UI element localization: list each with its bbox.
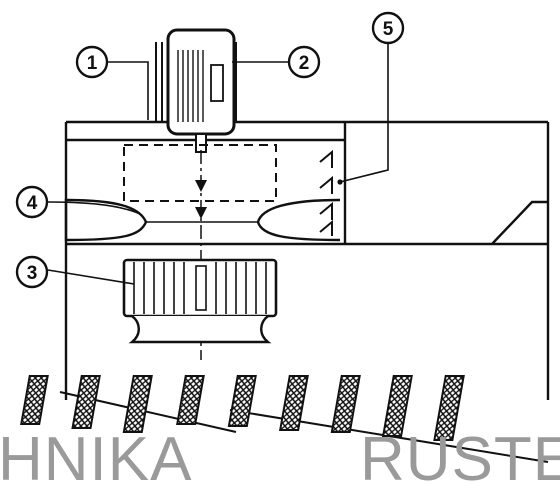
filter-pocket-4 [176, 375, 205, 425]
watermark-left: HNIKA [0, 425, 192, 484]
filter-pocket-5 [227, 375, 257, 427]
filter-pocket-2 [71, 375, 101, 429]
filter-pocket-3 [122, 375, 153, 433]
flow-arrow-1 [195, 180, 207, 192]
motor-terminal-box [210, 64, 224, 102]
callout-5: 5 [371, 11, 405, 45]
motor-cooling-fins [177, 50, 204, 122]
motor [155, 28, 237, 153]
impeller [122, 258, 278, 344]
leader-5-dot [337, 179, 343, 185]
motor-mount-bracket [155, 42, 163, 122]
callout-4: 4 [15, 185, 49, 219]
louvre-3 [319, 201, 333, 220]
leader-4 [47, 201, 141, 215]
pocket-filters [20, 375, 549, 463]
cabinet-housing [64, 120, 550, 400]
inlet-cone-right [256, 198, 341, 242]
filter-pocket-1 [20, 375, 49, 425]
callout-3: 3 [15, 255, 49, 289]
callout-4-label: 4 [27, 193, 38, 214]
louvre-2 [319, 175, 333, 194]
impeller-blades [133, 262, 267, 314]
filter-pocket-8 [381, 375, 413, 437]
callout-2-label: 2 [299, 53, 310, 74]
louvre-4 [319, 219, 333, 236]
motor-shaft [195, 133, 207, 153]
fan-shroud-dashed [123, 144, 277, 202]
inlet-cone-left [64, 198, 148, 242]
filter-pocket-9 [433, 375, 465, 441]
filter-pocket-7 [330, 375, 361, 433]
impeller-hub [195, 265, 207, 311]
leader-lines [47, 42, 389, 285]
leader-5 [339, 42, 389, 183]
callout-3-label: 3 [27, 263, 38, 284]
impeller-inlet-ring [128, 315, 272, 344]
leader-1 [108, 61, 149, 120]
flow-arrow-2 [195, 207, 207, 219]
louvre-1 [319, 149, 333, 168]
callout-1-label: 1 [87, 53, 98, 74]
leader-3 [47, 269, 135, 285]
inlet-deflector [491, 200, 548, 245]
watermark-right: RUSTE [360, 425, 560, 484]
callout-1: 1 [75, 45, 109, 79]
filter-pocket-6 [279, 375, 309, 431]
inlet-louvres [319, 149, 333, 236]
callout-5-label: 5 [383, 19, 394, 40]
callout-2: 2 [287, 45, 321, 79]
